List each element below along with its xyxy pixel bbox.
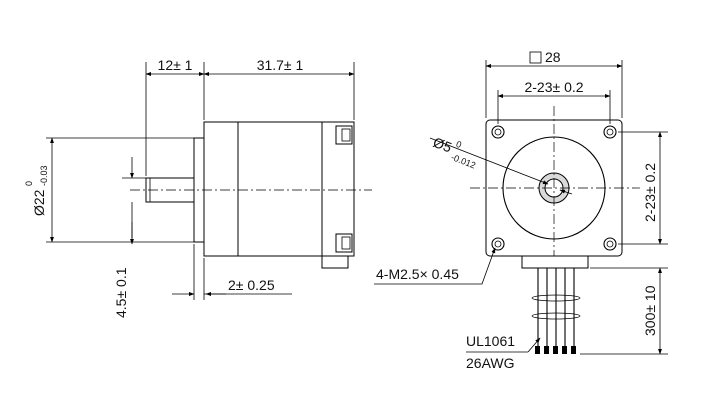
mount-holes-label: 4-M2.5× 0.45 <box>376 266 459 282</box>
square-symbol-icon <box>529 51 542 64</box>
flange-thickness-label: 2± 0.25 <box>228 277 275 293</box>
shaft-diameter-tol-upper: 0 <box>455 139 463 150</box>
body-length-label: 31.7± 1 <box>257 57 304 73</box>
hole-spacing-h-label: 2-23± 0.2 <box>524 79 583 95</box>
boss-diameter-tol-upper: 0 <box>24 181 34 186</box>
wire-spec-line2: 26AWG <box>466 355 515 371</box>
shaft-diameter-leader <box>429 137 549 185</box>
lead-length-label: 300± 10 <box>642 285 658 336</box>
mount-holes-leader <box>374 247 496 285</box>
lead-exit-tab <box>321 255 349 269</box>
connector-bottom <box>335 233 353 253</box>
wire-spec-leader <box>527 337 541 353</box>
side-view: 12± 1 31.7± 1 Ø22 0 -0.03 4.5± 0.1 2± 0.… <box>24 57 372 318</box>
motor-front-flange <box>203 121 239 257</box>
shaft-diameter-label: Ø5 <box>431 134 454 156</box>
wire-spec-line1: UL1061 <box>466 333 515 349</box>
shaft-length-label: 12± 1 <box>158 57 193 73</box>
boss-diameter-label: Ø22 <box>31 189 47 216</box>
lead-exit-block <box>521 255 589 269</box>
boss-diameter-tol-lower: -0.03 <box>39 165 49 186</box>
hole-spacing-v-label: 2-23± 0.2 <box>642 163 658 222</box>
motor-body <box>237 121 323 257</box>
connector-top <box>335 125 353 145</box>
lead-wires <box>531 268 581 354</box>
boss-height-label: 4.5± 0.1 <box>113 267 129 318</box>
square-size-label: 28 <box>545 49 561 65</box>
front-view: 28 2-23± 0.2 2-23± 0.2 Ø5 0 -0.012 4-M2.… <box>374 49 668 371</box>
mount-holes <box>491 125 617 251</box>
